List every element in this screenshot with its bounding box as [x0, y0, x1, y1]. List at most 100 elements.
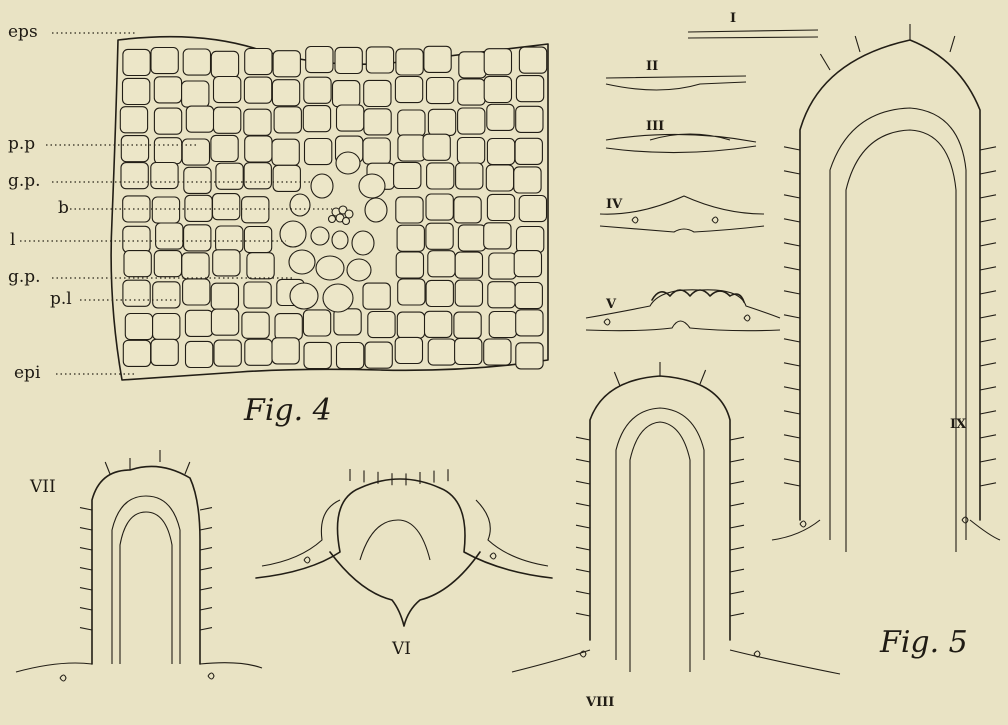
epidermal-hair	[980, 315, 996, 318]
tissue-cell	[396, 252, 423, 278]
epidermal-hair	[980, 363, 996, 366]
epidermal-hair	[784, 171, 800, 174]
tissue-cell	[398, 110, 425, 136]
epidermal-hair	[730, 547, 744, 550]
epidermal-hair	[730, 591, 744, 594]
epidermal-hair	[784, 291, 800, 294]
epidermal-hair	[576, 437, 590, 440]
tissue-cell	[151, 48, 178, 74]
tissue-cell	[487, 194, 514, 220]
epidermal-hair	[700, 370, 706, 384]
tissue-cell	[151, 339, 178, 365]
epidermal-hair	[784, 339, 800, 342]
epidermal-hair	[614, 372, 620, 386]
tissue-cell	[121, 136, 148, 162]
stage-viii-label: VIII	[585, 695, 614, 710]
stage-i: I	[688, 11, 818, 38]
tissue-cell	[185, 310, 212, 336]
tissue-cell	[123, 78, 150, 104]
tissue-cell	[484, 49, 511, 75]
tissue-cell	[516, 76, 543, 102]
epidermal-hair	[576, 503, 590, 506]
fig4-cross-section	[111, 37, 548, 380]
tissue-cell	[363, 283, 390, 309]
epidermal-hair	[576, 591, 590, 594]
epidermal-hair	[200, 548, 212, 550]
epidermal-hair	[980, 411, 996, 414]
tissue-cell	[484, 76, 511, 102]
tissue-cell	[211, 309, 238, 335]
epidermal-hair	[784, 387, 800, 390]
tissue-cell	[123, 226, 150, 252]
tissue-cell	[489, 312, 516, 338]
tissue-cell	[364, 80, 391, 106]
tissue-cell	[426, 194, 453, 220]
tissue-cell	[186, 106, 213, 132]
epidermal-hair	[980, 171, 996, 174]
epidermal-hair	[730, 503, 744, 506]
tissue-cell	[272, 338, 299, 364]
tissue-cell	[426, 280, 453, 306]
tissue-cell	[216, 226, 243, 252]
epidermal-hair	[730, 481, 744, 484]
tissue-cell	[519, 47, 546, 73]
tissue-cell	[244, 282, 271, 308]
tissue-cell	[185, 195, 212, 221]
tissue-cell	[486, 165, 513, 191]
tissue-cell	[182, 139, 209, 165]
epidermal-hair	[784, 435, 800, 438]
tissue-cell	[395, 337, 422, 363]
tissue-cell	[272, 80, 299, 106]
tissue-cell	[428, 251, 455, 277]
tissue-cell	[216, 163, 243, 189]
epidermal-hair	[200, 608, 212, 610]
epidermal-hair	[730, 437, 744, 440]
tissue-cell	[397, 312, 424, 338]
tissue-cell	[123, 340, 150, 366]
tissue-cell	[368, 312, 395, 338]
tissue-cell	[364, 109, 391, 135]
fig4-xylem-cluster	[329, 206, 354, 225]
tissue-cell	[245, 339, 272, 365]
tissue-cell	[183, 49, 210, 75]
label-eps: eps	[8, 22, 38, 42]
tissue-cell	[398, 279, 425, 305]
tissue-cell	[272, 139, 299, 165]
tissue-cell	[182, 253, 209, 279]
epidermal-hair	[980, 219, 996, 222]
tissue-cell	[425, 311, 452, 337]
epidermal-hair	[980, 459, 996, 462]
tissue-cell	[153, 282, 180, 308]
tissue-cell	[515, 283, 542, 309]
epidermal-hair	[980, 195, 996, 198]
tissue-cell	[214, 77, 241, 103]
epidermal-hair	[950, 36, 955, 52]
tissue-cell	[424, 46, 451, 72]
tissue-cell	[454, 197, 481, 223]
tissue-cell	[124, 251, 151, 277]
tissue-cell	[273, 165, 300, 191]
tissue-cell	[211, 283, 238, 309]
tissue-cell	[457, 138, 484, 164]
tissue-cell	[455, 338, 482, 364]
tissue-cell	[153, 314, 180, 340]
tissue-cell	[154, 108, 181, 134]
tissue-cell	[516, 343, 543, 369]
tissue-cell	[244, 77, 271, 103]
tissue-cell	[184, 225, 211, 251]
stage-v-label: V	[605, 297, 617, 312]
tissue-cell	[428, 339, 455, 365]
tissue-cell	[242, 197, 269, 223]
tissue-cell	[303, 310, 330, 336]
tissue-cell	[458, 225, 485, 251]
tissue-cell	[125, 314, 152, 340]
tissue-cell	[152, 197, 179, 223]
epidermal-hair	[980, 147, 996, 150]
tissue-cell	[395, 77, 422, 103]
tissue-cell	[487, 139, 514, 165]
tissue-cell	[517, 227, 544, 253]
tissue-cell	[213, 250, 240, 276]
epidermal-hair	[784, 483, 800, 486]
tissue-cell	[337, 343, 364, 369]
